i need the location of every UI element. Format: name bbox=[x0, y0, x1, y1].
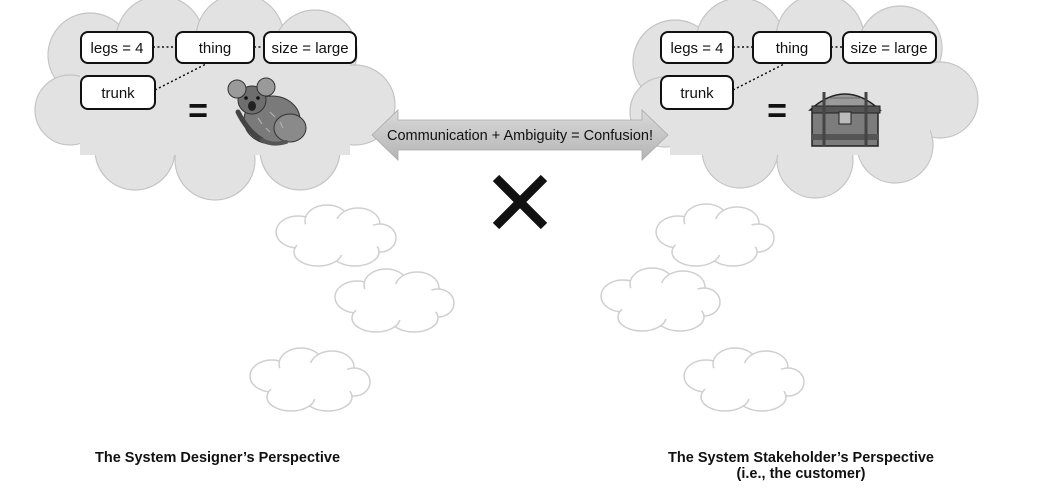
x-icon bbox=[492, 174, 548, 230]
communication-label: Communication + Ambiguity = Confusion! bbox=[387, 128, 653, 144]
stakeholder-caption: The System Stakeholder’s Perspective (i.… bbox=[666, 450, 936, 482]
stakeholder-attributes: legs = 4 thing size = large trunk = bbox=[660, 31, 937, 130]
designer-size-label: size = large bbox=[271, 40, 348, 57]
treasure-chest-icon bbox=[808, 92, 882, 147]
designer-connectors bbox=[153, 46, 264, 91]
designer-trunk-box: trunk bbox=[80, 75, 156, 110]
designer-caption-text: The System Designer’s Perspective bbox=[95, 450, 341, 466]
stakeholder-trunk-label: trunk bbox=[680, 85, 714, 102]
stakeholder-caption-line2: (i.e., the customer) bbox=[736, 466, 866, 482]
stakeholder-legs-label: legs = 4 bbox=[671, 40, 724, 57]
stakeholder-thing-box: thing bbox=[752, 31, 832, 64]
designer-legs-label: legs = 4 bbox=[91, 40, 144, 57]
designer-thing-box: thing bbox=[175, 31, 255, 64]
designer-trunk-label: trunk bbox=[101, 85, 135, 102]
stakeholder-caption-line1: The System Stakeholder’s Perspective bbox=[668, 450, 934, 466]
stakeholder-trail-cloud-1 bbox=[655, 203, 775, 267]
stakeholder-size-box: size = large bbox=[842, 31, 937, 64]
stakeholder-trail-cloud-3 bbox=[683, 347, 805, 412]
communication-arrow bbox=[371, 109, 669, 161]
koala-icon bbox=[227, 77, 307, 146]
designer-trail-cloud-1 bbox=[275, 204, 397, 267]
stakeholder-connectors bbox=[732, 46, 843, 91]
stakeholder-legs-box: legs = 4 bbox=[660, 31, 734, 64]
stakeholder-size-label: size = large bbox=[850, 40, 927, 57]
designer-caption: The System Designer’s Perspective bbox=[95, 450, 340, 466]
designer-size-box: size = large bbox=[263, 31, 357, 64]
stakeholder-trunk-box: trunk bbox=[660, 75, 734, 110]
designer-trail-cloud-2 bbox=[334, 268, 455, 333]
stakeholder-equals: = bbox=[767, 92, 787, 130]
designer-equals: = bbox=[188, 92, 208, 130]
designer-thing-label: thing bbox=[199, 40, 232, 57]
designer-trail-cloud-3 bbox=[249, 347, 371, 412]
designer-attributes: legs = 4 thing size = large trunk = bbox=[80, 31, 357, 130]
stakeholder-thing-label: thing bbox=[776, 40, 809, 57]
stakeholder-trail-cloud-2 bbox=[600, 267, 721, 332]
designer-legs-box: legs = 4 bbox=[80, 31, 154, 64]
